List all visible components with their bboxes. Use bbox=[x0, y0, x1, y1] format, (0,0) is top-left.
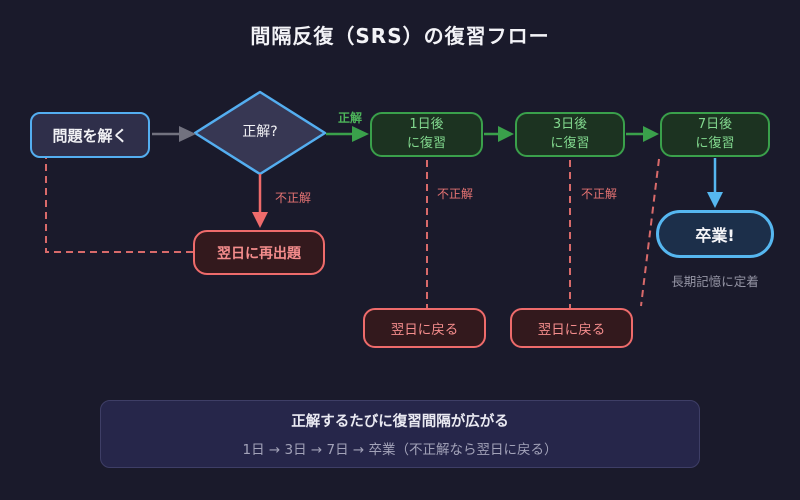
review-day7-line1: 7日後 bbox=[697, 117, 733, 133]
edge-day7-to-back bbox=[640, 158, 660, 307]
summary-note-line1: 正解するたびに復習間隔が広がる bbox=[291, 414, 509, 430]
review-day1-line2: に復習 bbox=[406, 135, 446, 151]
retry-next-day-node: 翌日に再出題 bbox=[193, 230, 325, 275]
review-day3-line1: 3日後 bbox=[552, 117, 588, 133]
edge-label-incorrect-day3: 不正解 bbox=[580, 187, 617, 201]
arrowhead-incorrect-to-retry bbox=[252, 212, 268, 228]
review-day1-line1: 1日後 bbox=[409, 117, 444, 133]
review-day3-node: 3日後 に復習 bbox=[515, 112, 625, 157]
edge-retry-to-start bbox=[45, 139, 193, 253]
arrowhead-start-to-decision bbox=[179, 126, 196, 142]
review-day3-line2: に復習 bbox=[550, 135, 590, 151]
back-to-next-day-node-1: 翌日に戻る bbox=[363, 308, 486, 348]
back-to-next-day-node-2: 翌日に戻る bbox=[510, 308, 633, 348]
decision-node-label: 正解? bbox=[242, 124, 278, 140]
arrowhead-day3-to-day7 bbox=[643, 126, 659, 142]
edge-label-correct: 正解 bbox=[337, 111, 362, 125]
graduate-caption: 長期記憶に定着 bbox=[671, 274, 759, 289]
start-node: 問題を解く bbox=[30, 112, 150, 158]
arrowhead-day7-to-graduate bbox=[707, 192, 723, 208]
arrowhead-correct-to-day1 bbox=[352, 126, 369, 142]
graduate-node: 卒業! bbox=[656, 210, 774, 258]
summary-note-line2: 1日 → 3日 → 7日 → 卒業（不正解なら翌日に戻る） bbox=[242, 442, 558, 458]
arrowhead-day1-to-day3 bbox=[498, 126, 514, 142]
page-title: 間隔反復（SRS）の復習フロー bbox=[250, 24, 550, 48]
review-day7-node: 7日後 に復習 bbox=[660, 112, 770, 157]
edge-label-incorrect-decision: 不正解 bbox=[274, 191, 311, 205]
review-day7-line2: に復習 bbox=[695, 135, 735, 151]
review-day1-node: 1日後 に復習 bbox=[370, 112, 483, 157]
edge-label-incorrect-day1: 不正解 bbox=[436, 187, 473, 201]
summary-note-panel: 正解するたびに復習間隔が広がる 1日 → 3日 → 7日 → 卒業（不正解なら翌… bbox=[100, 400, 700, 468]
